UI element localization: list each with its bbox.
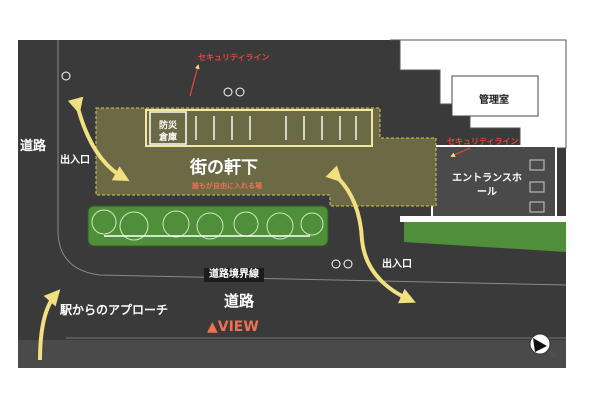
planting-bed (87, 205, 329, 247)
entrance-hall-label: エントランスホール (452, 173, 522, 198)
security-line-top (189, 64, 200, 97)
approach-label: 駅からのアプローチ (60, 303, 169, 317)
entrance-right-arrow (325, 165, 416, 304)
road-boundary-label: 道路境界線 (204, 268, 264, 282)
entrance-label-right: 出入口 (382, 259, 412, 270)
security-line-right (450, 147, 471, 158)
disaster-storage-room (149, 111, 187, 145)
right-planting (404, 222, 566, 252)
view-label: ▲VIEW (207, 319, 259, 335)
approach-arrow (38, 289, 61, 361)
disaster-storage-label: 防災倉庫 (158, 121, 177, 143)
management-office (451, 75, 539, 117)
north-arrow-icon (529, 333, 551, 355)
plaza-title: 街の軒下 (190, 158, 258, 178)
road-label-side: 道路 (20, 139, 47, 154)
bicycle-icon (61, 71, 353, 269)
tree-icon (91, 209, 324, 241)
road-label-bottom: 道路 (224, 292, 255, 310)
management-office-label: 管理室 (479, 95, 509, 106)
security-line-label-top: セキュリティライン (198, 53, 270, 62)
road-edge-lines (57, 40, 567, 286)
security-line-label-right: セキュリティライン (447, 137, 519, 146)
bicycle-icon (195, 116, 357, 140)
bike-parking (145, 109, 373, 147)
plaza-subtitle: 誰もが自由に入れる場 (192, 182, 262, 190)
entrance-label-left: 出入口 (60, 155, 90, 166)
entrance-left-arrow (67, 96, 130, 182)
north-label: N (550, 351, 556, 359)
